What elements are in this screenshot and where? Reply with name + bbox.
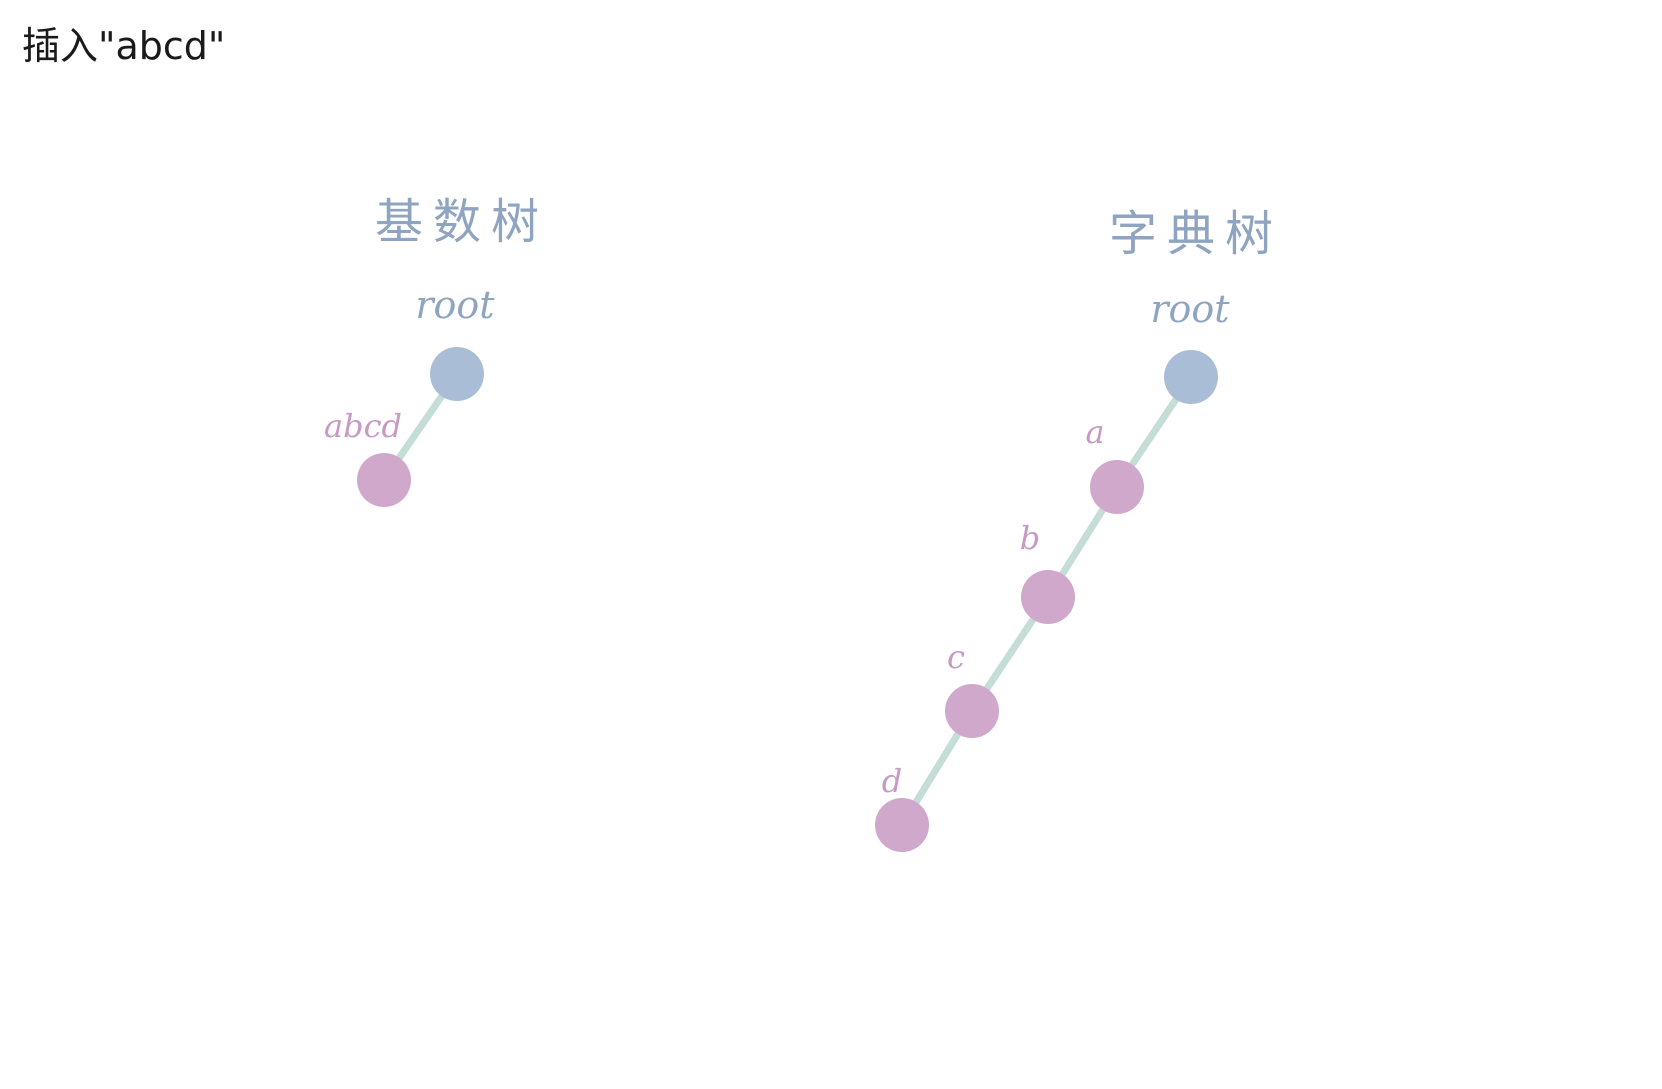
trie-node-c bbox=[945, 684, 999, 738]
trie-node-label-c: c bbox=[947, 638, 965, 676]
trie-root-node bbox=[1164, 350, 1218, 404]
trie-node-label-a: a bbox=[1085, 413, 1104, 451]
trie-node-label-b: b bbox=[1020, 519, 1040, 557]
radix-root-node bbox=[430, 347, 484, 401]
trie-node-a bbox=[1090, 460, 1144, 514]
radix-root-label: root bbox=[415, 283, 495, 327]
trie-root-label: root bbox=[1150, 287, 1230, 331]
trie-tree-title: 字典树 bbox=[1109, 206, 1283, 262]
trie-node-d bbox=[875, 798, 929, 852]
radix-node-abcd bbox=[357, 453, 411, 507]
radix-tree-title: 基数树 bbox=[375, 194, 549, 250]
page-heading: 插入"abcd" bbox=[22, 24, 226, 68]
trie-tree: 字典树 root a b c d bbox=[875, 206, 1283, 852]
trie-node-label-d: d bbox=[882, 762, 902, 800]
radix-tree: 基数树 root abcd bbox=[324, 194, 549, 507]
radix-node-label-abcd: abcd bbox=[324, 407, 402, 445]
trie-node-b bbox=[1021, 570, 1075, 624]
